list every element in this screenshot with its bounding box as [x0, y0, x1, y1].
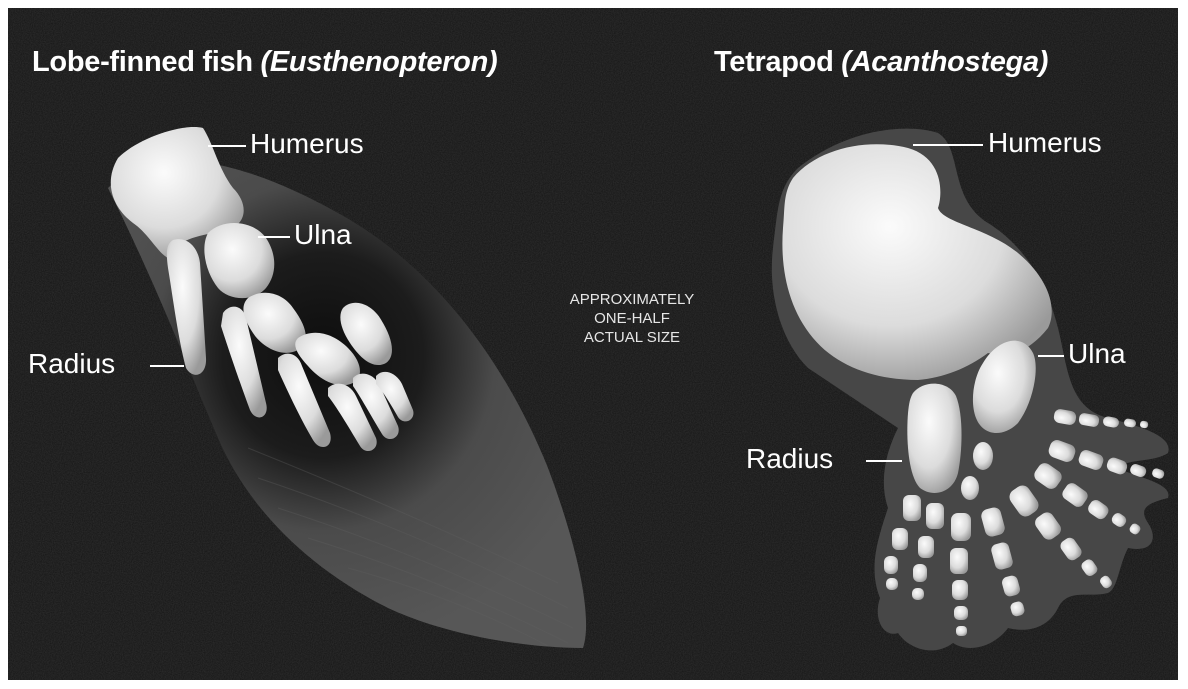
fish-humerus-leader: [208, 145, 246, 147]
fish-ulna-label: Ulna: [294, 219, 352, 251]
tetrapod-humerus-label: Humerus: [988, 127, 1102, 159]
fish-radius-leader: [150, 365, 184, 367]
fish-humerus-label: Humerus: [250, 128, 364, 160]
scale-note-line-2: ONE-HALF: [537, 309, 727, 328]
scale-note: APPROXIMATELY ONE-HALF ACTUAL SIZE: [537, 290, 727, 347]
fish-title-main: Lobe-finned fish: [32, 46, 261, 78]
tetrapod-ulna-label: Ulna: [1068, 338, 1126, 370]
tetrapod-radius-label: Radius: [746, 443, 833, 475]
scale-note-line-3: ACTUAL SIZE: [537, 328, 727, 347]
tetrapod-title: Tetrapod (Acanthostega): [714, 46, 1048, 79]
tetrapod-humerus-leader: [913, 144, 983, 146]
tetrapod-title-main: Tetrapod: [714, 46, 841, 78]
scale-note-line-1: APPROXIMATELY: [537, 290, 727, 309]
tetrapod-radius-bone: [907, 384, 961, 493]
illustration-panel: Lobe-finned fish (Eusthenopteron) Tetrap…: [8, 8, 1178, 680]
tetrapod-ulna-leader: [1038, 355, 1064, 357]
tetrapod-title-species: (Acanthostega): [841, 46, 1048, 78]
fish-title-species: (Eusthenopteron): [261, 46, 498, 78]
tetrapod-radius-leader: [866, 460, 902, 462]
fish-radius-label: Radius: [28, 348, 115, 380]
fish-title: Lobe-finned fish (Eusthenopteron): [32, 46, 497, 79]
fish-ulna-leader: [258, 236, 290, 238]
